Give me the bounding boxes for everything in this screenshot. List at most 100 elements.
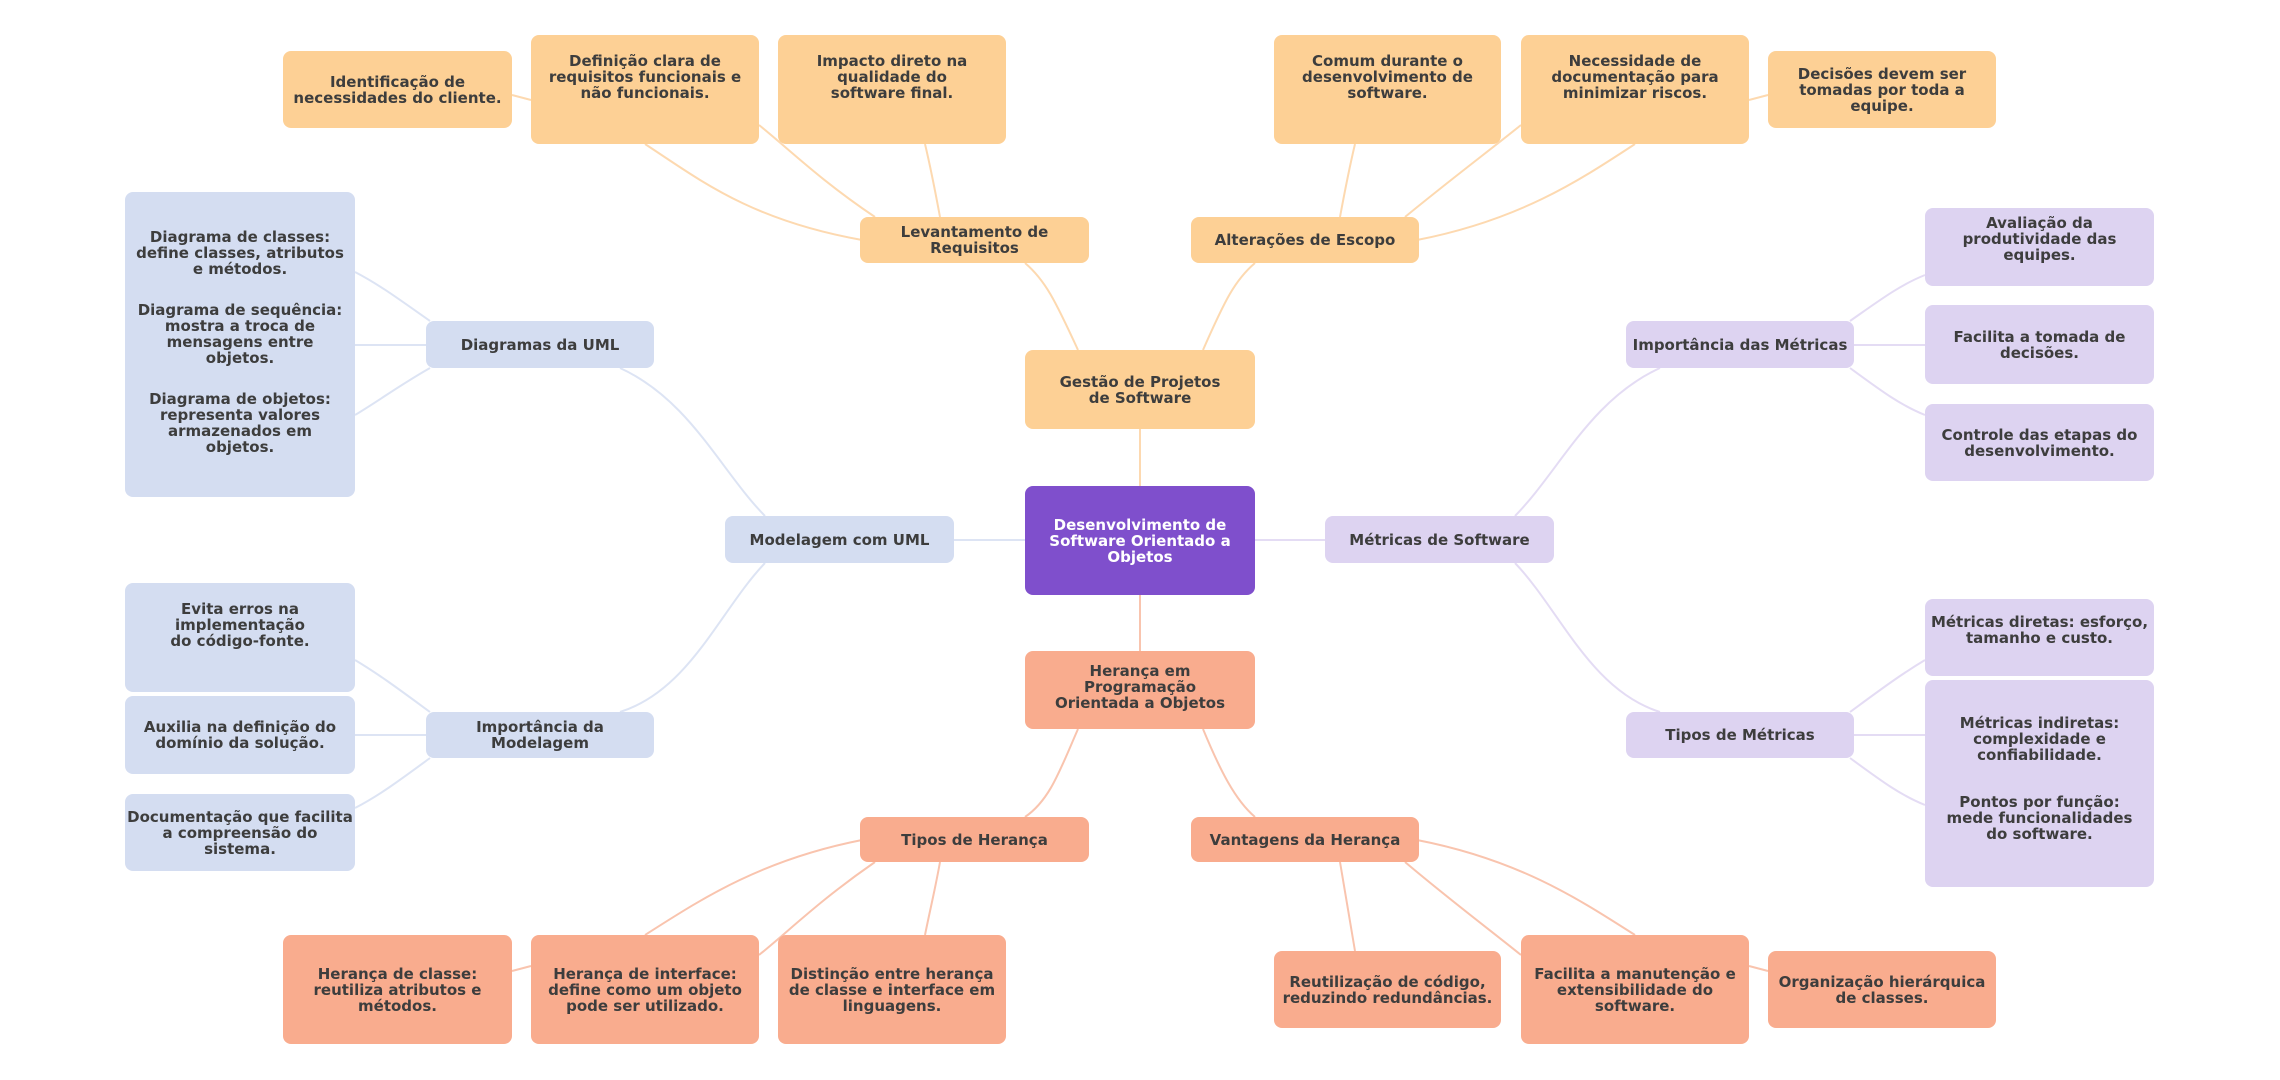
node-modelagem-uml[interactable]: Modelagem com UML	[725, 516, 954, 563]
edge-metricas-importancia	[1514, 367, 1661, 517]
leaf-group-diagramas[interactable]: Diagrama de classes: define classes, atr…	[125, 192, 355, 497]
root-node[interactable]: Desenvolvimento de Software Orientado a …	[1025, 486, 1255, 595]
leaf-necessidade[interactable]: Necessidade de documentação para minimiz…	[1521, 35, 1749, 144]
edge-impmet-leaf3	[1849, 367, 1926, 416]
leaf-diagrama-objetos[interactable]: Diagrama de objetos: representa valores …	[149, 389, 331, 456]
edge-tipmet-leaf1	[1849, 659, 1926, 713]
edge-heranca-tipos	[1024, 728, 1079, 818]
edge-gestao-levantamento	[1024, 262, 1079, 351]
leaf-label: Identificação de necessidades do cliente…	[293, 72, 502, 107]
node-levantamento-requisitos[interactable]: Levantamento de Requisitos	[860, 217, 1089, 263]
edge-vantagens-leaf1	[1339, 861, 1356, 952]
node-alteracoes-escopo[interactable]: Alterações de Escopo	[1191, 217, 1419, 263]
vantagens-heranca-label: Vantagens da Herança	[1209, 830, 1401, 849]
edge-levantamento-leaf1	[644, 143, 863, 241]
leaf-label: Distinção entre herança de classe e inte…	[788, 964, 996, 1015]
edge-importancia-leaf1	[354, 659, 431, 713]
importancia-modelagem-label: Importância da Modelagem	[476, 718, 604, 752]
leaf-label: Decisões devem ser tomadas por toda a eq…	[1797, 64, 1967, 115]
leaf-heranca-interface[interactable]: Herança de interface: define como um obj…	[531, 935, 759, 1044]
edge-levantamento-leaf3	[924, 143, 941, 218]
leaf-label: Controle das etapas do desenvolvimento.	[1941, 425, 2138, 460]
leaf-label: Definição clara de requisitos funcionais…	[548, 51, 742, 102]
leaf-controle[interactable]: Controle das etapas do desenvolvimento.	[1925, 404, 2154, 481]
edge-metricas-tipos	[1514, 562, 1661, 713]
edge-levantamento-leaf2	[758, 124, 876, 218]
edge-alteracoes-leaf3	[1416, 143, 1636, 241]
node-tipos-heranca[interactable]: Tipos de Herança	[860, 817, 1089, 862]
leaf-metricas-diretas[interactable]: Métricas diretas: esforço, tamanho e cus…	[1925, 599, 2154, 676]
edge-tipos-leaf2	[758, 861, 876, 956]
modelagem-label: Modelagem com UML	[749, 530, 930, 549]
leaf-facilita-manutencao[interactable]: Facilita a manutenção e extensibilidade …	[1521, 935, 1749, 1044]
leaf-reutilizacao[interactable]: Reutilização de código, reduzindo redund…	[1274, 951, 1501, 1028]
gestao-label: Gestão de Projetos de Software	[1059, 372, 1221, 407]
leaf-label: Comum durante o desenvolvimento de softw…	[1302, 51, 1473, 102]
leaf-auxilia[interactable]: Auxilia na definição do domínio da soluç…	[125, 696, 355, 774]
leaf-heranca-classe[interactable]: Herança de classe: reutiliza atributos e…	[283, 935, 512, 1044]
metricas-label: Métricas de Software	[1349, 530, 1530, 549]
edge-vantagens-leaf3	[1416, 839, 1636, 936]
edge-diagramas-leaf1	[354, 271, 431, 322]
tipos-heranca-label: Tipos de Herança	[901, 830, 1048, 849]
tipos-metricas-label: Tipos de Métricas	[1665, 726, 1815, 744]
leaf-label: Facilita a manutenção e extensibilidade …	[1534, 964, 1736, 1015]
leaf-label: Auxilia na definição do domínio da soluç…	[143, 718, 337, 752]
levantamento-label: Levantamento de Requisitos	[900, 223, 1049, 257]
edge-modelagem-diagramas	[619, 367, 766, 517]
leaf-metricas-indiretas[interactable]: Métricas indiretas: complexidade e confi…	[1959, 714, 2120, 765]
node-importancia-metricas[interactable]: Importância das Métricas	[1626, 321, 1854, 368]
edge-levantamento-leaf1b	[511, 94, 532, 101]
node-heranca-poo[interactable]: Herança em Programação Orientada a Objet…	[1025, 651, 1255, 729]
node-tipos-metricas[interactable]: Tipos de Métricas	[1626, 712, 1854, 758]
diagramas-label: Diagramas da UML	[460, 335, 620, 354]
leaf-group-tipos-metricas[interactable]: Métricas indiretas: complexidade e confi…	[1925, 680, 2154, 887]
leaf-decisoes[interactable]: Decisões devem ser tomadas por toda a eq…	[1768, 51, 1996, 128]
node-importancia-modelagem[interactable]: Importância da Modelagem	[426, 712, 654, 758]
leaf-evita-erros[interactable]: Evita erros na implementação do código-f…	[125, 583, 355, 692]
leaf-diagrama-classes[interactable]: Diagrama de classes: define classes, atr…	[136, 228, 344, 279]
leaf-facilita-decisoes[interactable]: Facilita a tomada de decisões.	[1925, 305, 2154, 384]
edge-gestao-alteracoes	[1202, 262, 1256, 351]
leaf-label: Herança de interface: define como um obj…	[548, 964, 742, 1015]
leaf-impacto[interactable]: Impacto direto na qualidade do software …	[778, 35, 1006, 144]
heranca-label: Herança em Programação Orientada a Objet…	[1054, 662, 1226, 712]
edge-vantagens-leaf2	[1404, 861, 1522, 956]
leaf-organizacao[interactable]: Organização hierárquica de classes.	[1768, 951, 1996, 1028]
node-metricas-software[interactable]: Métricas de Software	[1325, 516, 1554, 563]
leaf-distincao[interactable]: Distinção entre herança de classe e inte…	[778, 935, 1006, 1044]
leaf-definicao[interactable]: Definição clara de requisitos funcionais…	[531, 35, 759, 144]
leaf-label: Métricas diretas: esforço, tamanho e cus…	[1930, 612, 2149, 647]
leaf-identificacao[interactable]: Identificação de necessidades do cliente…	[283, 51, 512, 128]
edge-heranca-vantagens	[1202, 728, 1256, 818]
leaf-label: Organização hierárquica de classes.	[1778, 972, 1986, 1007]
leaf-pontos-funcao[interactable]: Pontos por função: mede funcionalidades …	[1946, 792, 2133, 843]
leaf-label: Impacto direto na qualidade do software …	[816, 51, 968, 102]
edge-alteracoes-leaf1	[1339, 143, 1356, 218]
node-diagramas-uml[interactable]: Diagramas da UML	[426, 321, 654, 368]
edge-alteracoes-leaf2	[1404, 124, 1522, 218]
importancia-metricas-label: Importância das Métricas	[1632, 335, 1848, 354]
alteracoes-label: Alterações de Escopo	[1214, 231, 1396, 249]
edge-tipos-leaf1	[644, 839, 863, 936]
leaf-avaliacao[interactable]: Avaliação da produtividade das equipes.	[1925, 208, 2154, 286]
leaf-label: Avaliação da produtividade das equipes.	[1962, 214, 2117, 264]
leaf-documentacao[interactable]: Documentação que facilita a compreensão …	[125, 794, 355, 871]
node-gestao-projetos[interactable]: Gestão de Projetos de Software	[1025, 350, 1255, 429]
leaf-label: Facilita a tomada de decisões.	[1953, 327, 2126, 362]
edge-tipos-leaf1b	[511, 965, 532, 972]
leaf-label: Reutilização de código, reduzindo redund…	[1282, 972, 1493, 1007]
root-label: Desenvolvimento de Software Orientado a …	[1049, 515, 1231, 566]
leaf-label: Herança de classe: reutiliza atributos e…	[313, 964, 482, 1015]
edge-alteracoes-leaf3b	[1748, 94, 1769, 101]
leaf-comum[interactable]: Comum durante o desenvolvimento de softw…	[1274, 35, 1501, 144]
edge-vantagens-leaf3b	[1748, 965, 1769, 972]
edge-modelagem-importancia	[619, 562, 766, 713]
leaf-diagrama-sequencia[interactable]: Diagrama de sequência: mostra a troca de…	[137, 300, 343, 367]
edge-diagramas-leaf3	[354, 367, 431, 416]
edge-tipmet-leaf3	[1849, 757, 1926, 806]
node-vantagens-heranca[interactable]: Vantagens da Herança	[1191, 817, 1419, 862]
leaf-label: Documentação que facilita a compreensão …	[127, 807, 353, 858]
edge-importancia-leaf3	[354, 757, 431, 809]
